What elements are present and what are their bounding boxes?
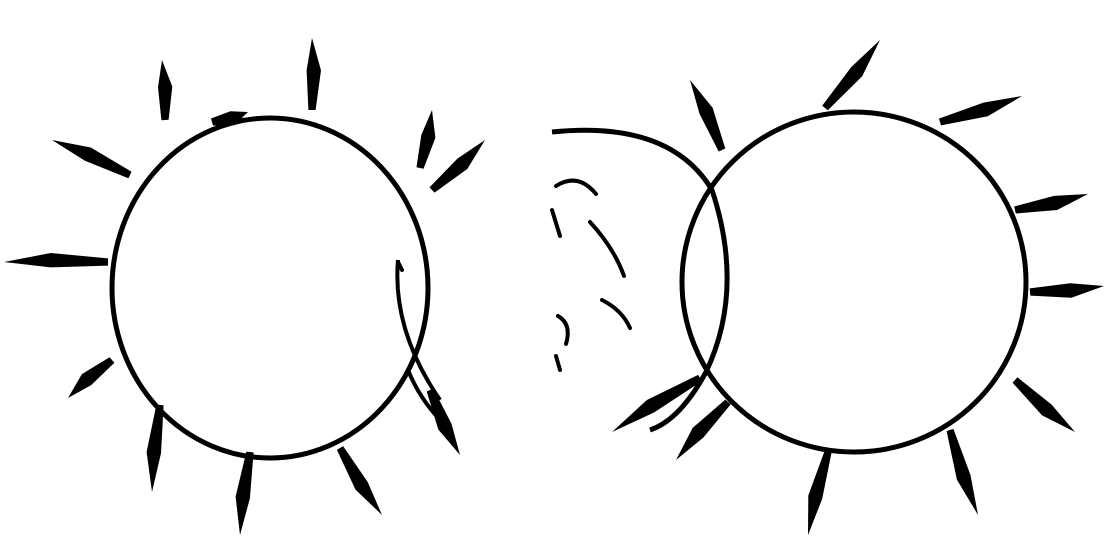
right-sun-disc — [682, 112, 1026, 452]
left-ray-2 — [52, 140, 132, 178]
right-ray-1 — [690, 80, 725, 152]
right-ray-8 — [808, 451, 832, 535]
left-ray-6 — [236, 452, 254, 535]
scribble-5 — [556, 356, 560, 370]
scribble-4 — [558, 316, 568, 344]
left-ray-11 — [430, 140, 486, 193]
scribble-3 — [590, 222, 624, 276]
right-ray-3 — [939, 96, 1022, 125]
right-ray-9 — [676, 400, 731, 460]
left-ray-9 — [307, 38, 321, 110]
left-ray-7 — [337, 446, 382, 515]
overlap-arc-line — [552, 130, 727, 430]
scribble-6 — [602, 300, 630, 328]
left-ray-3 — [4, 253, 108, 267]
right-ray-7 — [947, 429, 978, 515]
scribble-1 — [556, 181, 596, 194]
left-sun — [4, 38, 485, 535]
left-ray-1 — [158, 60, 172, 120]
scribble-2 — [552, 210, 560, 236]
right-ray-5 — [1030, 283, 1104, 297]
left-ray-4 — [68, 357, 114, 398]
right-ray-2 — [822, 40, 880, 110]
left-ray-5 — [147, 405, 164, 492]
right-ray-6 — [1013, 377, 1075, 432]
right-sun — [612, 40, 1104, 535]
left-ray-10 — [417, 110, 436, 169]
right-ray-4 — [1014, 194, 1088, 214]
